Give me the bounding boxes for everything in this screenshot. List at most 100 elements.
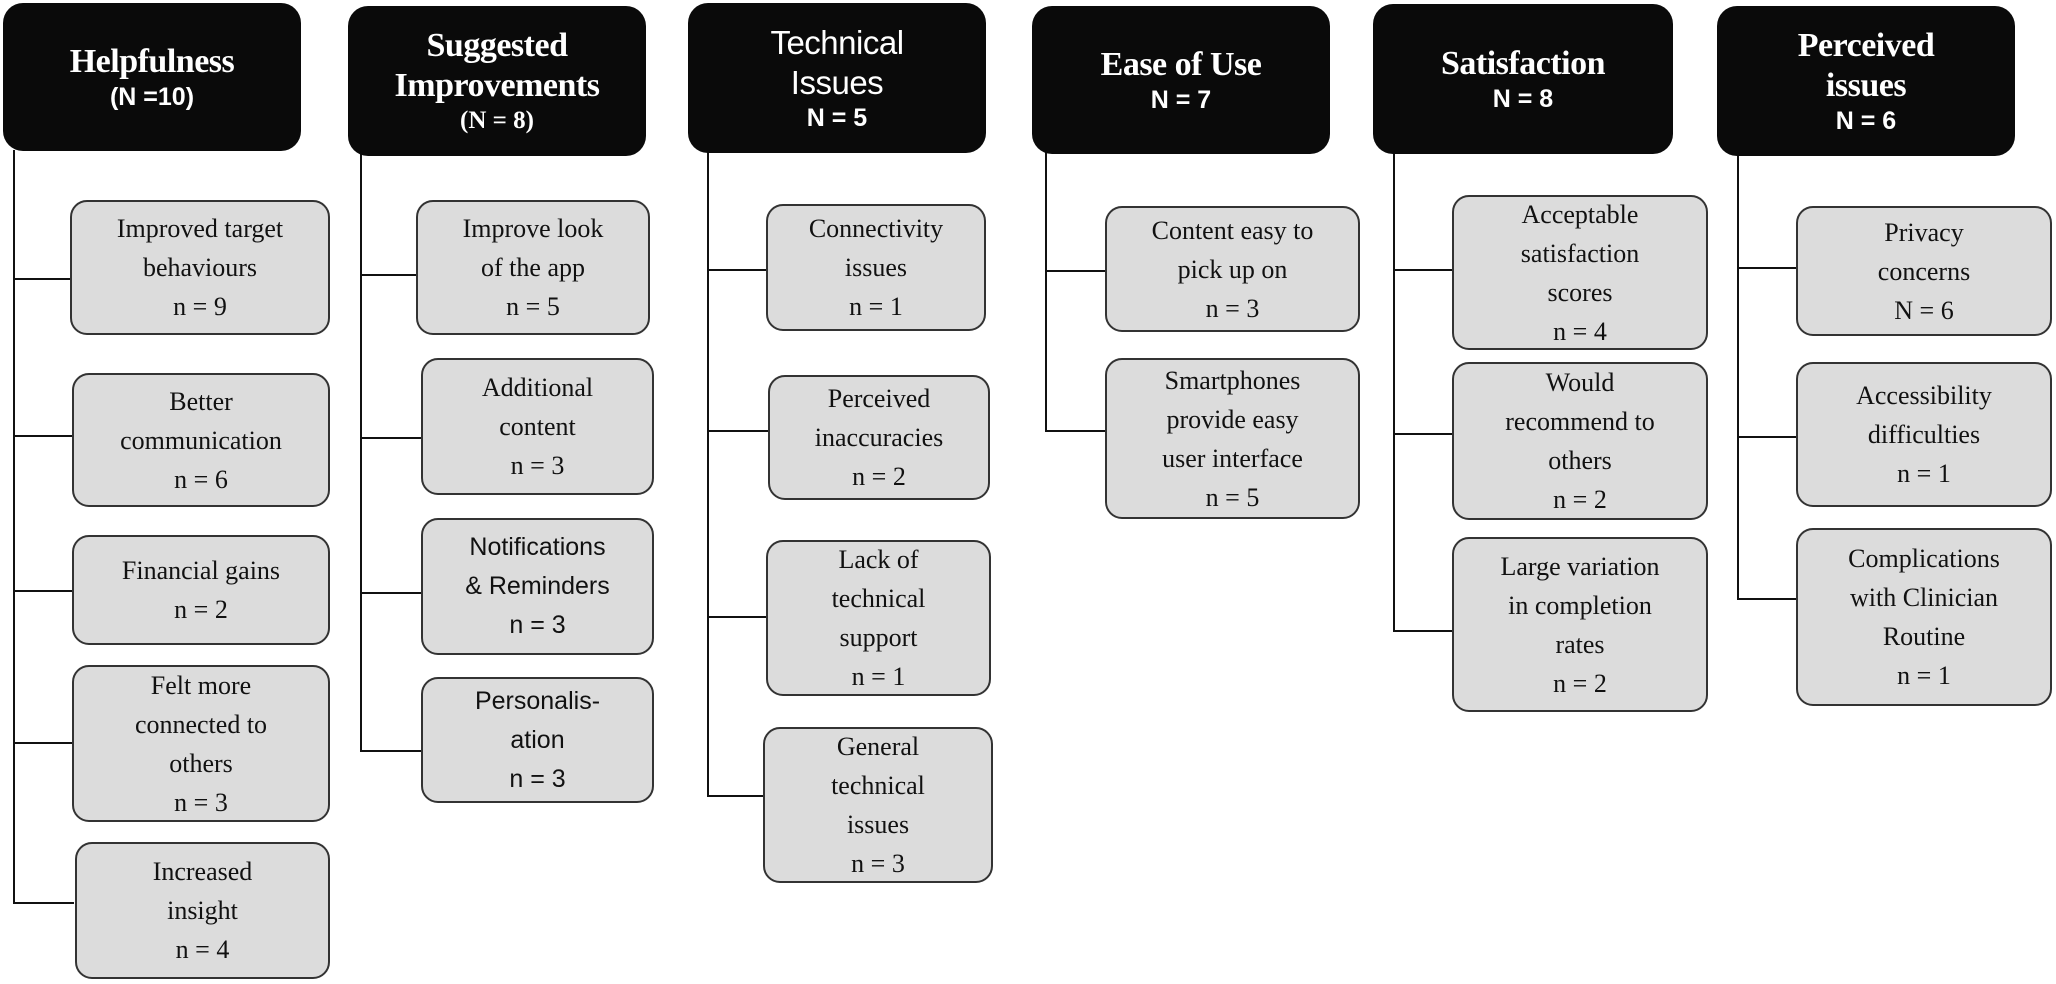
theme-count: N = 5 <box>806 104 868 132</box>
connector-improvements-2 <box>360 437 422 439</box>
connector-helpfulness-4 <box>13 742 73 744</box>
connector-improvements-4 <box>360 750 422 752</box>
subtheme-node: Felt more connected to others n = 3 <box>72 665 330 822</box>
subtheme-label: Content easy to pick up on <box>1151 215 1314 284</box>
connector-perceived-3 <box>1737 598 1797 600</box>
subtheme-count: n = 2 <box>174 595 228 624</box>
connector-helpfulness-trunk <box>13 150 15 904</box>
subtheme-node: Accessibility difficulties n = 1 <box>1796 362 2052 507</box>
theme-header-technical-issues: Technical Issues N = 5 <box>688 3 986 153</box>
subtheme-count: n = 3 <box>174 787 228 817</box>
theme-count: (N = 8) <box>460 107 534 134</box>
subtheme-node: Personalis- ation n = 3 <box>421 677 654 803</box>
subtheme-label: Improved target behaviours <box>116 214 284 282</box>
subtheme-count: n = 2 <box>852 462 906 491</box>
subtheme-node: Lack of technical support n = 1 <box>766 540 991 696</box>
subtheme-label: Increased insight <box>152 857 253 925</box>
theme-count: N = 7 <box>1150 86 1212 114</box>
subtheme-label: Perceived inaccuracies <box>814 384 944 452</box>
connector-helpfulness-3 <box>13 590 73 592</box>
subtheme-node: Would recommend to others n = 2 <box>1452 362 1708 520</box>
subtheme-count: n = 1 <box>1897 459 1951 488</box>
subtheme-label: Additional content <box>481 373 594 441</box>
connector-technical-1 <box>707 269 767 271</box>
subtheme-label: Privacy concerns <box>1877 217 1971 286</box>
subtheme-label: Complications with Clinician Routine <box>1848 544 2000 651</box>
subtheme-count: n = 9 <box>173 292 227 321</box>
subtheme-node: Better communication n = 6 <box>72 373 330 507</box>
subtheme-node: General technical issues n = 3 <box>763 727 993 883</box>
subtheme-node: Additional content n = 3 <box>421 358 654 495</box>
subtheme-node: Content easy to pick up on n = 3 <box>1105 206 1360 332</box>
theme-header-perceived-issues: Perceived issues N = 6 <box>1717 6 2015 156</box>
connector-improvements-3 <box>360 592 422 594</box>
subtheme-count: n = 4 <box>1553 316 1607 346</box>
connector-ease-trunk <box>1045 152 1047 432</box>
connector-helpfulness-1 <box>13 278 72 280</box>
subtheme-label: Financial gains <box>121 556 281 585</box>
subtheme-label: Would recommend to others <box>1505 368 1655 475</box>
connector-perceived-1 <box>1737 267 1797 269</box>
connector-improvements-trunk <box>360 152 362 752</box>
subtheme-count: n = 3 <box>509 611 566 639</box>
subtheme-node: Complications with Clinician Routine n =… <box>1796 528 2052 706</box>
subtheme-count: N = 6 <box>1894 295 1954 325</box>
connector-technical-trunk <box>707 150 709 797</box>
connector-perceived-trunk <box>1737 152 1739 600</box>
connector-ease-1 <box>1045 270 1106 272</box>
subtheme-count: n = 3 <box>851 849 905 878</box>
subtheme-count: n = 2 <box>1553 668 1607 698</box>
theme-title: Suggested Improvements <box>394 27 600 104</box>
connector-technical-2 <box>707 430 769 432</box>
theme-header-satisfaction: Satisfaction N = 8 <box>1373 4 1673 154</box>
theme-title: Ease of Use <box>1100 46 1262 83</box>
connector-perceived-2 <box>1737 436 1797 438</box>
subtheme-node: Smartphones provide easy user interface … <box>1105 358 1360 519</box>
subtheme-label: Felt more connected to others <box>134 670 268 778</box>
subtheme-count: n = 5 <box>1205 482 1260 512</box>
subtheme-node: Perceived inaccuracies n = 2 <box>768 375 990 500</box>
subtheme-node: Connectivity issues n = 1 <box>766 204 986 331</box>
subtheme-count: n = 1 <box>849 292 903 321</box>
theme-header-helpfulness: Helpfulness (N =10) <box>3 3 301 151</box>
subtheme-label: Improve look of the app <box>462 214 604 282</box>
subtheme-node: Improve look of the app n = 5 <box>416 200 650 335</box>
subtheme-label: Smartphones provide easy user interface <box>1162 365 1303 473</box>
connector-satisfaction-1 <box>1393 269 1453 271</box>
subtheme-node: Notifications & Reminders n = 3 <box>421 518 654 655</box>
subtheme-node: Acceptable satisfaction scores n = 4 <box>1452 195 1708 350</box>
subtheme-label: Large variation in completion rates <box>1500 551 1660 659</box>
subtheme-node: Privacy concerns N = 6 <box>1796 206 2052 336</box>
subtheme-count: n = 3 <box>510 451 565 480</box>
subtheme-count: n = 5 <box>506 292 560 321</box>
subtheme-node: Improved target behaviours n = 9 <box>70 200 330 335</box>
connector-technical-4 <box>707 795 764 797</box>
subtheme-node: Financial gains n = 2 <box>72 535 330 645</box>
subtheme-count: n = 1 <box>851 662 906 691</box>
subtheme-node: Large variation in completion rates n = … <box>1452 537 1708 712</box>
subtheme-count: n = 3 <box>509 764 566 793</box>
theme-header-suggested-improvements: Suggested Improvements (N = 8) <box>348 6 646 156</box>
connector-technical-3 <box>707 616 767 618</box>
subtheme-count: n = 2 <box>1553 485 1607 514</box>
subtheme-count: n = 1 <box>1897 661 1951 690</box>
subtheme-label: Accessibility difficulties <box>1856 381 1992 449</box>
theme-count: N = 8 <box>1492 85 1554 113</box>
subtheme-label: Better communication <box>120 386 282 455</box>
connector-satisfaction-trunk <box>1393 152 1395 632</box>
theme-title: Perceived issues <box>1797 27 1935 104</box>
theme-title: Satisfaction <box>1441 45 1606 82</box>
theme-title: Technical Issues <box>770 24 904 101</box>
subtheme-count: n = 4 <box>175 935 230 964</box>
connector-helpfulness-2 <box>13 435 73 437</box>
subtheme-label: General technical issues <box>831 732 925 839</box>
subtheme-label: Notifications & Reminders <box>465 533 610 600</box>
theme-title: Helpfulness <box>69 43 235 80</box>
subtheme-count: n = 3 <box>1205 293 1260 323</box>
subtheme-label: Acceptable satisfaction scores <box>1520 199 1640 307</box>
subtheme-label: Personalis- ation <box>474 686 601 754</box>
connector-improvements-1 <box>360 274 417 276</box>
theme-count: N = 6 <box>1835 107 1897 135</box>
connector-satisfaction-2 <box>1393 433 1453 435</box>
